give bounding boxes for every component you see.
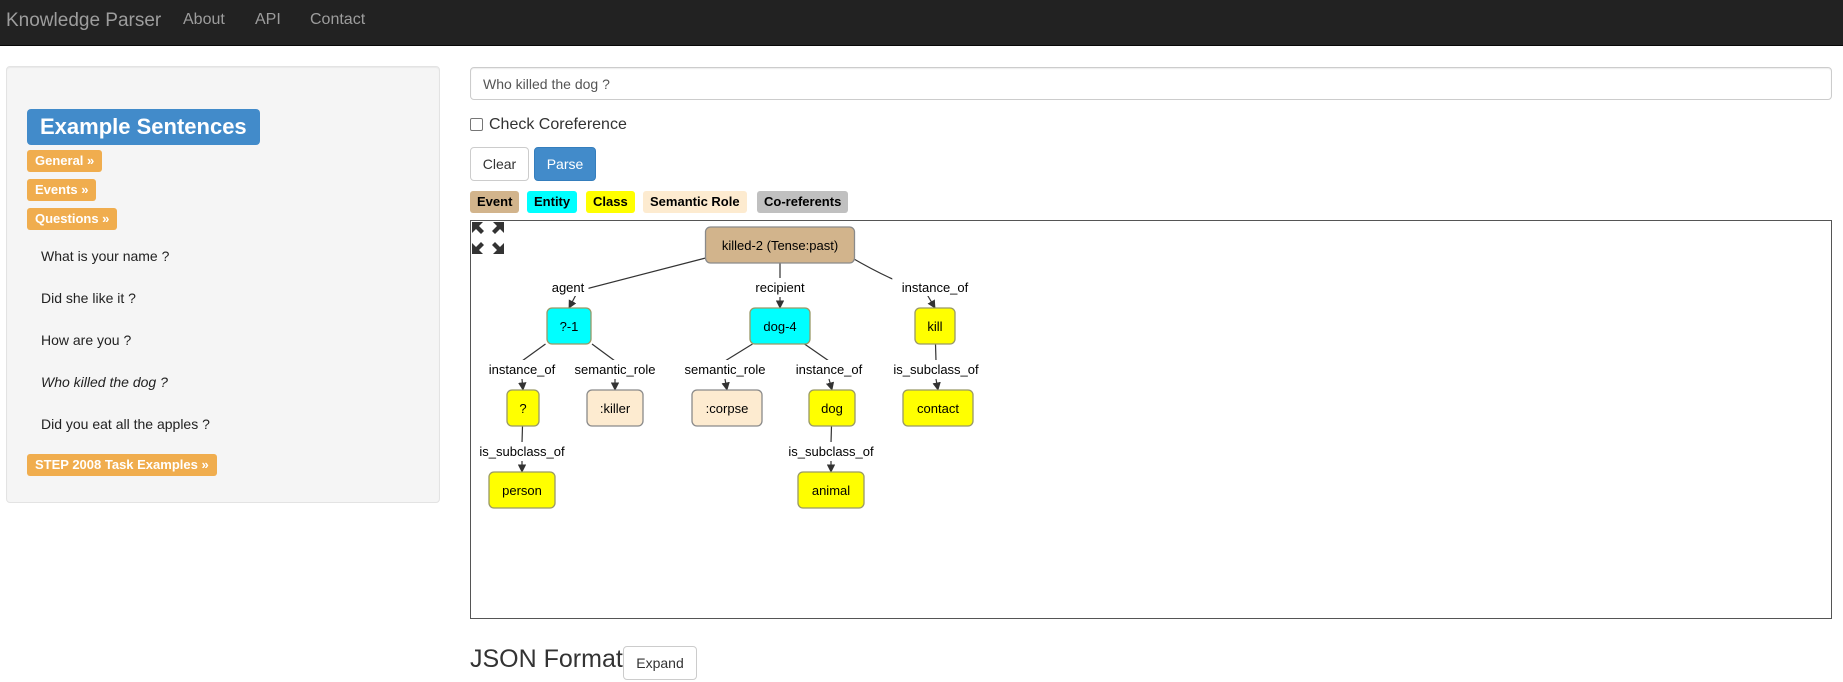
edge-arrow-dog4-corpse [721, 378, 730, 391]
question-item[interactable]: Did she like it ? [41, 290, 136, 306]
edge-arrow-kill-contact [932, 378, 941, 391]
top-navbar: Knowledge Parser About API Contact [0, 0, 1843, 46]
category-general[interactable]: General » [27, 150, 103, 172]
question-item[interactable]: What is your name ? [41, 248, 170, 264]
question-item[interactable]: How are you ? [41, 332, 132, 348]
brand-link[interactable]: Knowledge Parser [6, 10, 162, 31]
legend-entity: Entity [527, 191, 578, 213]
question-item[interactable]: Did you eat all the apples ? [41, 416, 210, 432]
graph-node-box [902, 389, 974, 427]
edge-line-q1-q [521, 343, 546, 362]
edge-line-q-person [521, 425, 524, 444]
json-format-heading: JSON Format [470, 645, 623, 673]
legend-semantic-role: Semantic Role [643, 191, 747, 213]
edge-label-bg [744, 278, 816, 296]
graph-node-person[interactable]: person [488, 471, 556, 509]
graph-node-killed[interactable]: killed-2 (Tense:past) [704, 226, 856, 264]
graph-node-label: animal [812, 483, 850, 498]
graph-node-label: person [502, 483, 542, 498]
graph-node-q[interactable]: ? [506, 389, 540, 427]
edge-label-semantic-role: semantic_role [575, 362, 656, 377]
edge-line-kill-contact [934, 343, 937, 362]
edge-line-dog-animal [830, 425, 833, 444]
graph-node-box [808, 389, 856, 427]
json-expand-button[interactable]: Expand [623, 646, 697, 680]
graph-node-box [704, 226, 856, 264]
graph-node-label: :corpse [706, 401, 749, 416]
legend-co-referents: Co-referents [757, 191, 849, 213]
nav-link-about[interactable]: About [183, 11, 225, 28]
graph-node-label: contact [917, 401, 959, 416]
parse-button[interactable]: Parse [534, 147, 596, 181]
graph-node-box [914, 307, 956, 345]
legend-class: Class [586, 191, 635, 213]
graph-node-kill[interactable]: kill [914, 307, 956, 345]
question-item-active[interactable]: Who killed the dog ? [41, 374, 168, 390]
edge-label-bg [786, 360, 872, 378]
graph-node-label: dog-4 [763, 319, 796, 334]
check-coreference-label[interactable]: Check Coreference [489, 116, 627, 133]
graph-node-box [506, 389, 540, 427]
example-sentences-panel: Example Sentences General » Events » Que… [6, 66, 440, 503]
edge-label-bg [479, 360, 565, 378]
edge-line-dog4-corpse [724, 343, 753, 362]
edge-label-bg [547, 278, 589, 296]
edge-arrow-dog4-dog [825, 378, 835, 391]
graph-node-label: killed-2 (Tense:past) [722, 238, 838, 253]
edge-label-bg [892, 278, 978, 296]
clear-button[interactable]: Clear [470, 147, 529, 181]
edge-label-bg [471, 442, 576, 460]
edge-label-instance-of: instance_of [796, 362, 863, 377]
edge-line-killed-q1 [568, 256, 710, 309]
graph-node-label: ? [519, 401, 526, 416]
graph-node-box [546, 307, 592, 345]
check-coreference-checkbox[interactable] [470, 118, 483, 131]
edge-label-is-subclass-of: is_subclass_of [788, 444, 874, 459]
graph-node-label: :killer [600, 401, 631, 416]
step-2008-examples-button[interactable]: STEP 2008 Task Examples » [27, 454, 217, 476]
graph-node-corpse[interactable]: :corpse [691, 389, 763, 427]
edge-label-is-subclass-of: is_subclass_of [479, 444, 565, 459]
edge-label-instance-of: instance_of [489, 362, 556, 377]
graph-node-label: ?-1 [560, 319, 579, 334]
edge-label-agent: agent [552, 280, 585, 295]
edge-label-bg [564, 360, 666, 378]
edge-label-semantic-role: semantic_role [685, 362, 766, 377]
edge-label-bg [882, 360, 990, 378]
graph-node-box [586, 389, 644, 427]
category-questions[interactable]: Questions » [27, 208, 118, 230]
fullscreen-expand-icon[interactable] [471, 221, 505, 255]
edge-label-bg [777, 442, 885, 460]
edge-label-recipient: recipient [755, 280, 805, 295]
graph-node-killer[interactable]: :killer [586, 389, 644, 427]
edge-line-q1-killer [591, 343, 616, 362]
graph-node-dog[interactable]: dog [808, 389, 856, 427]
nav-link-contact[interactable]: Contact [310, 11, 366, 28]
graph-node-box [691, 389, 763, 427]
query-input[interactable] [470, 67, 1832, 100]
nav-link-api[interactable]: API [255, 11, 281, 28]
graph-node-contact[interactable]: contact [902, 389, 974, 427]
legend-event: Event [470, 191, 520, 213]
example-sentences-title: Example Sentences [27, 109, 260, 145]
edge-label-instance-of: instance_of [902, 280, 969, 295]
graph-node-label: dog [821, 401, 843, 416]
graph-node-animal[interactable]: animal [797, 471, 865, 509]
graph-node-box [749, 307, 811, 345]
graph-node-dog4[interactable]: dog-4 [749, 307, 811, 345]
category-events[interactable]: Events » [27, 179, 97, 201]
graph-node-box [488, 471, 556, 509]
edge-label-is-subclass-of: is_subclass_of [893, 362, 979, 377]
graph-node-q1[interactable]: ?-1 [546, 307, 592, 345]
graph-node-label: kill [927, 319, 942, 334]
edge-label-bg [674, 360, 776, 378]
graph-node-box [797, 471, 865, 509]
edge-line-dog4-dog [804, 343, 830, 362]
edge-arrow-q1-q [518, 378, 527, 391]
